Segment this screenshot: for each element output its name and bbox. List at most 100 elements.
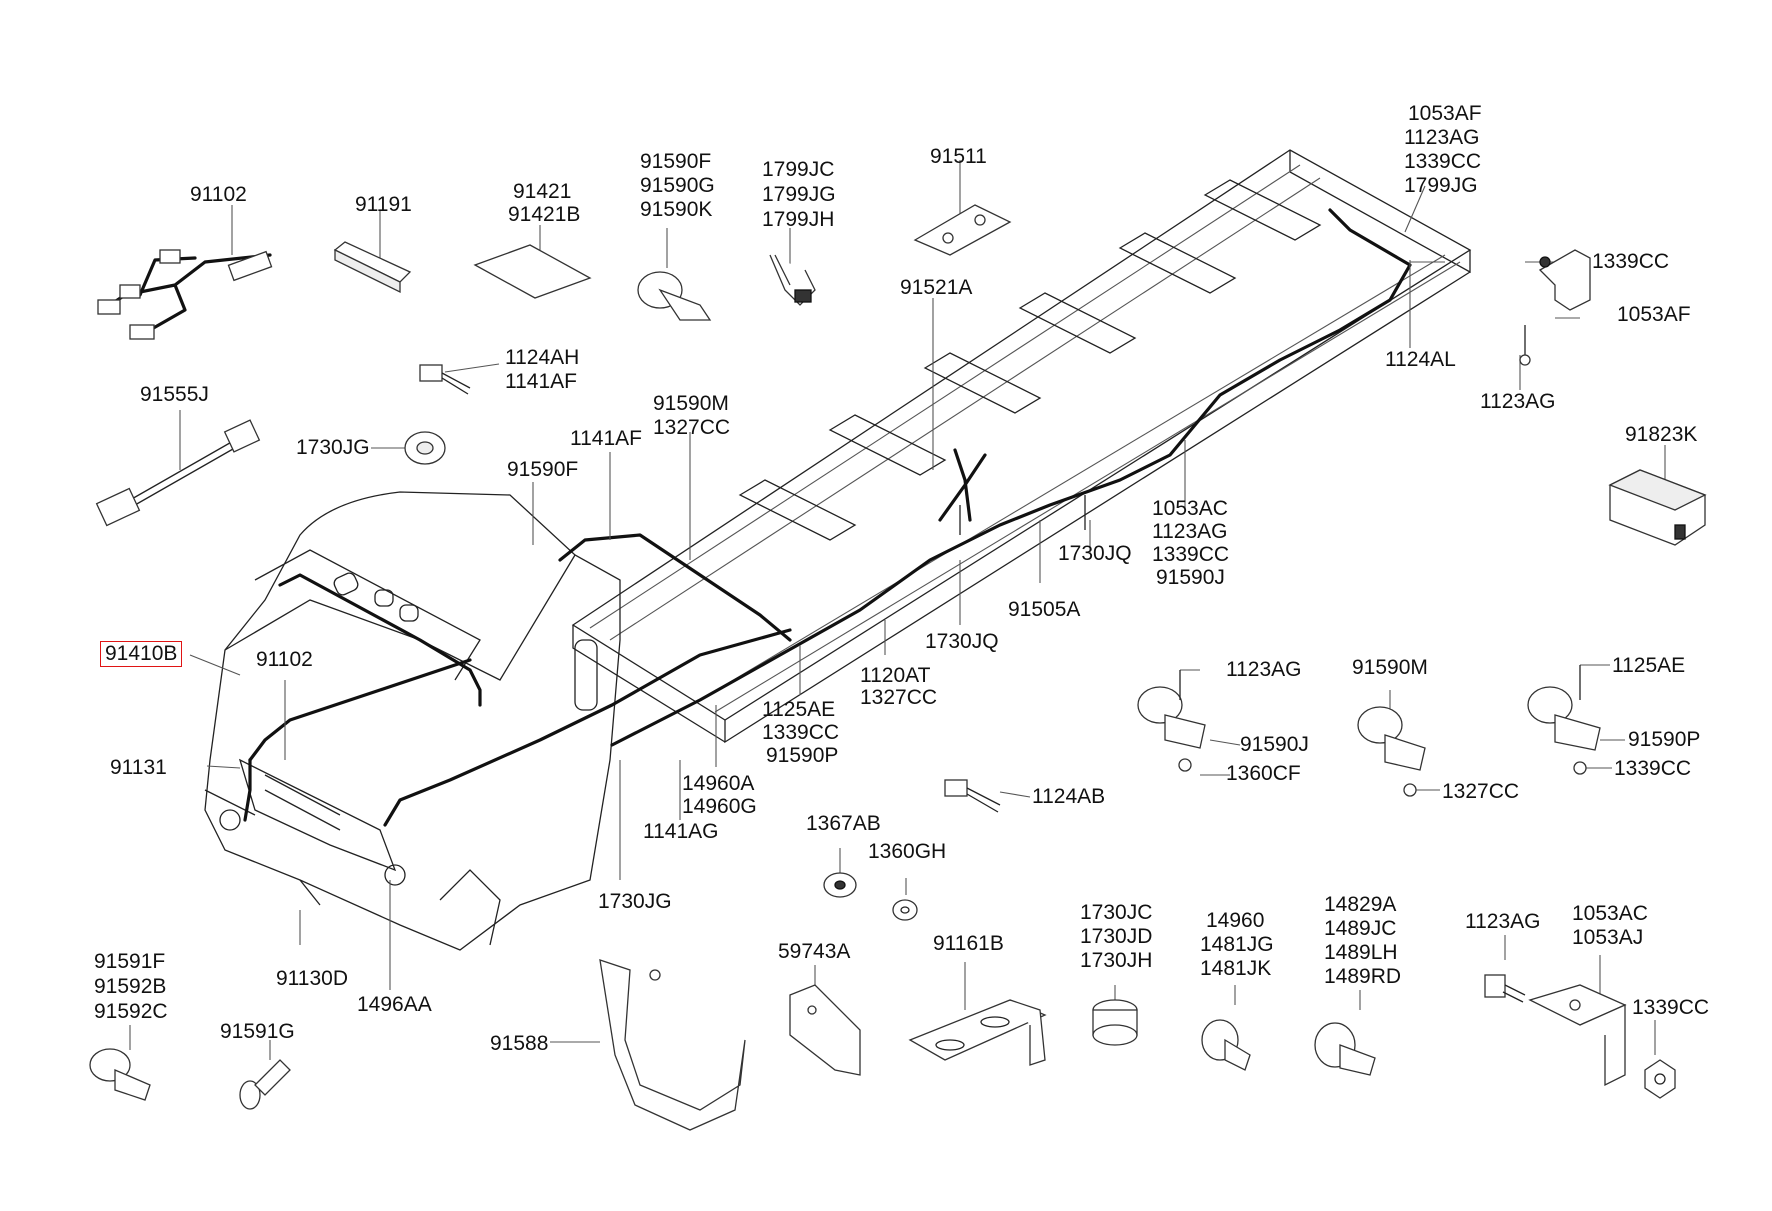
nut-1339cc [1644,1059,1676,1099]
bracket-91161b [908,999,1047,1066]
clamp-91590p [1527,665,1601,775]
bolt-1124ab [944,779,1001,813]
part-label-91590m-b: 91590M [1352,656,1428,679]
clamp-14960 [1201,1019,1251,1071]
part-label-91592b: 91592B [94,975,167,998]
grommet-1730jc [1092,999,1138,1046]
part-label-1799jg-b: 1799JG [1404,174,1478,197]
clamp-91590m [1357,706,1426,797]
part-label-1730jh: 1730JH [1080,949,1153,972]
clamp-91590f [637,271,712,321]
part-label-1339cc-d: 1339CC [762,721,840,744]
part-label-1339cc-e: 1339CC [1614,757,1692,780]
part-label-14960g: 14960G [682,795,757,818]
part-label-91555j: 91555J [140,383,209,406]
part-label-1053af-a: 1053AF [1408,102,1482,125]
part-label-1339cc-a: 1339CC [1404,150,1482,173]
part-label-91410b-highlighted[interactable]: 91410B [100,641,183,667]
harness-91555j [95,419,261,527]
part-label-91590m-a: 91590M [653,392,729,415]
part-label-1125ae-b: 1125AE [1612,654,1686,677]
part-label-1123ag-a: 1123AG [1404,126,1480,149]
leader-lines [129,160,1666,1060]
part-label-1123ag-b: 1123AG [1480,390,1556,413]
part-label-1053aj: 1053AJ [1572,926,1644,949]
bracket-1053af [1519,249,1591,366]
part-label-1481jk: 1481JK [1200,957,1272,980]
part-label-59743a: 59743A [778,940,851,963]
part-label-1730jd: 1730JD [1080,925,1153,948]
part-label-91131: 91131 [110,756,167,779]
part-label-91421b: 91421B [508,203,581,226]
part-label-91161b: 91161B [933,932,1004,955]
part-label-1141af-b: 1141AF [570,427,642,450]
part-label-1360cf: 1360CF [1226,762,1301,785]
part-label-91591g: 91591G [220,1020,295,1043]
part-label-1123ag-d: 1123AG [1226,658,1302,681]
part-91421 [473,244,592,299]
part-label-1125ae-a: 1125AE [762,698,836,721]
part-label-91590p-b: 91590P [1628,728,1701,751]
part-label-91590k-top: 91590K [640,198,713,221]
part-label-1053ac-b: 1053AC [1572,902,1648,925]
connector-91823k [1608,469,1707,546]
part-label-91588: 91588 [490,1032,549,1055]
bracket-1053ac [1528,984,1627,1087]
part-label-1141af-a: 1141AF [505,370,577,393]
part-label-1053ac-a: 1053AC [1152,497,1228,520]
part-label-1481jg: 1481JG [1200,933,1274,956]
part-91191 [333,241,412,294]
part-label-91511: 91511 [930,145,987,168]
clamp-14829a [1314,1022,1376,1076]
part-label-91191: 91191 [355,193,412,216]
clamp-91590j [1137,670,1206,772]
part-label-91590p-a: 91590P [766,744,839,767]
part-label-1327cc-c: 1327CC [1442,780,1520,803]
part-label-1489rd: 1489RD [1324,965,1402,988]
part-label-1367ab: 1367AB [806,812,881,835]
bolt-1123ag [1484,974,1526,1003]
part-label-91590j-b: 91590J [1240,733,1309,756]
part-label-91590f-top: 91590F [640,150,712,173]
part-label-1124ah: 1124AH [505,346,580,369]
nut-1367ab [823,872,857,898]
bolt-1124ah [419,364,471,395]
part-label-1360gh: 1360GH [868,840,947,863]
part-label-91421: 91421 [513,180,572,203]
part-label-14960a: 14960A [682,772,755,795]
chassis-frame [571,149,1472,744]
plate-91511 [913,204,1012,256]
clamp-91591f [89,1048,151,1101]
part-label-14829a: 14829A [1324,893,1397,916]
part-label-91102-b: 91102 [256,648,313,671]
part-label-91823k: 91823K [1625,423,1698,446]
part-label-1120at: 1120AT [860,664,931,687]
part-label-91590f-b: 91590F [507,458,579,481]
main-wiring-harness [243,208,1412,827]
part-label-1730jg-a: 1730JG [296,436,370,459]
part-label-91102-top: 91102 [190,183,247,206]
part-label-1141ag: 1141AG [643,820,719,843]
part-label-91521a: 91521A [900,276,973,299]
part-label-1053af-b: 1053AF [1617,303,1691,326]
clip-91591g [239,1059,291,1110]
part-label-1123ag-e: 1123AG [1465,910,1541,933]
harness-91102-top [97,249,273,340]
bracket-91588 [599,959,746,1131]
part-label-1730jg-b: 1730JG [598,890,672,913]
part-label-1339cc-c: 1339CC [1152,543,1230,566]
part-label-1327cc-b: 1327CC [860,686,938,709]
grommet-1730jg [404,431,446,465]
washer-1360gh [892,899,918,921]
part-label-91590j-a: 91590J [1156,566,1225,589]
plate-59743a [789,984,861,1076]
part-label-1489jc: 1489JC [1324,917,1397,940]
part-label-91130d: 91130D [276,967,349,990]
part-label-1799jg: 1799JG [762,183,836,206]
part-label-1339cc-b: 1339CC [1592,250,1670,273]
part-label-1339cc-f: 1339CC [1632,996,1710,1019]
part-label-1124al: 1124AL [1385,348,1456,371]
part-label-91591f: 91591F [94,950,166,973]
part-label-1799jc: 1799JC [762,158,835,181]
